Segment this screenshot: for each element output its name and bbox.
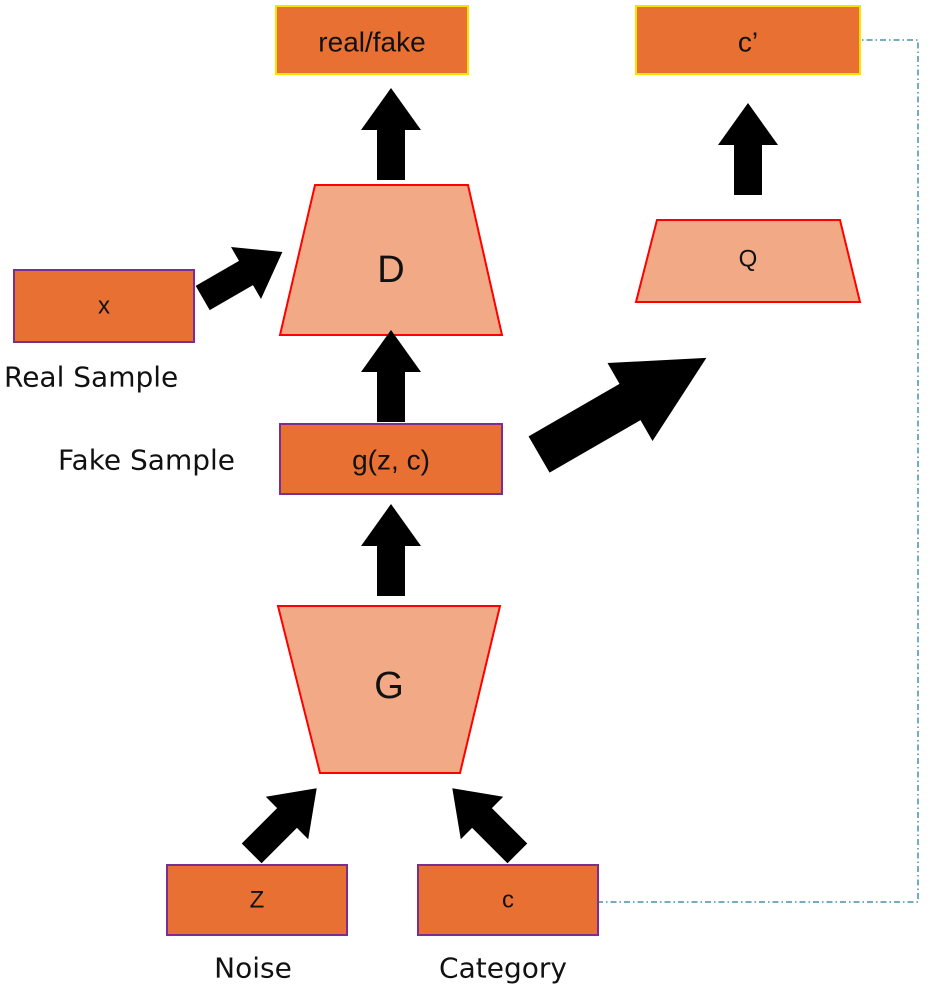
real-fake-label: real/fake (318, 27, 425, 58)
arrow-discriminator-to-real-fake (361, 88, 421, 180)
discriminator-label: D (377, 249, 404, 291)
arrow-x-to-discriminator (187, 226, 298, 324)
x-box: x (13, 269, 195, 343)
real-fake-box: real/fake (275, 5, 469, 75)
arrow-generator-to-gzc (361, 504, 421, 596)
z-label: Z (250, 887, 265, 914)
g-zc-label: g(z, c) (352, 445, 430, 476)
noise-caption: Noise (214, 952, 292, 985)
q-network-block: Q (634, 219, 862, 303)
g-zc-box: g(z, c) (279, 423, 503, 495)
arrow-gzc-to-q (516, 318, 729, 494)
fake-sample-caption: Fake Sample (58, 444, 235, 477)
arrow-gzc-to-discriminator (361, 330, 421, 422)
x-label: x (98, 293, 110, 320)
feedback-dashed-line (597, 39, 919, 903)
arrow-noise-to-generator (230, 767, 338, 875)
c-prime-box: c’ (635, 5, 861, 75)
discriminator-block: D (278, 184, 504, 336)
category-caption: Category (439, 952, 567, 985)
q-network-label: Q (739, 246, 758, 273)
generator-label: G (374, 665, 404, 707)
c-prime-label: c’ (738, 27, 758, 58)
c-label: c (502, 887, 514, 914)
arrow-q-to-c-prime (718, 103, 778, 195)
c-box: c (417, 864, 599, 936)
arrow-category-to-generator (431, 767, 539, 875)
z-box: Z (166, 864, 348, 936)
generator-block: G (276, 605, 502, 774)
real-sample-caption: Real Sample (4, 361, 178, 394)
